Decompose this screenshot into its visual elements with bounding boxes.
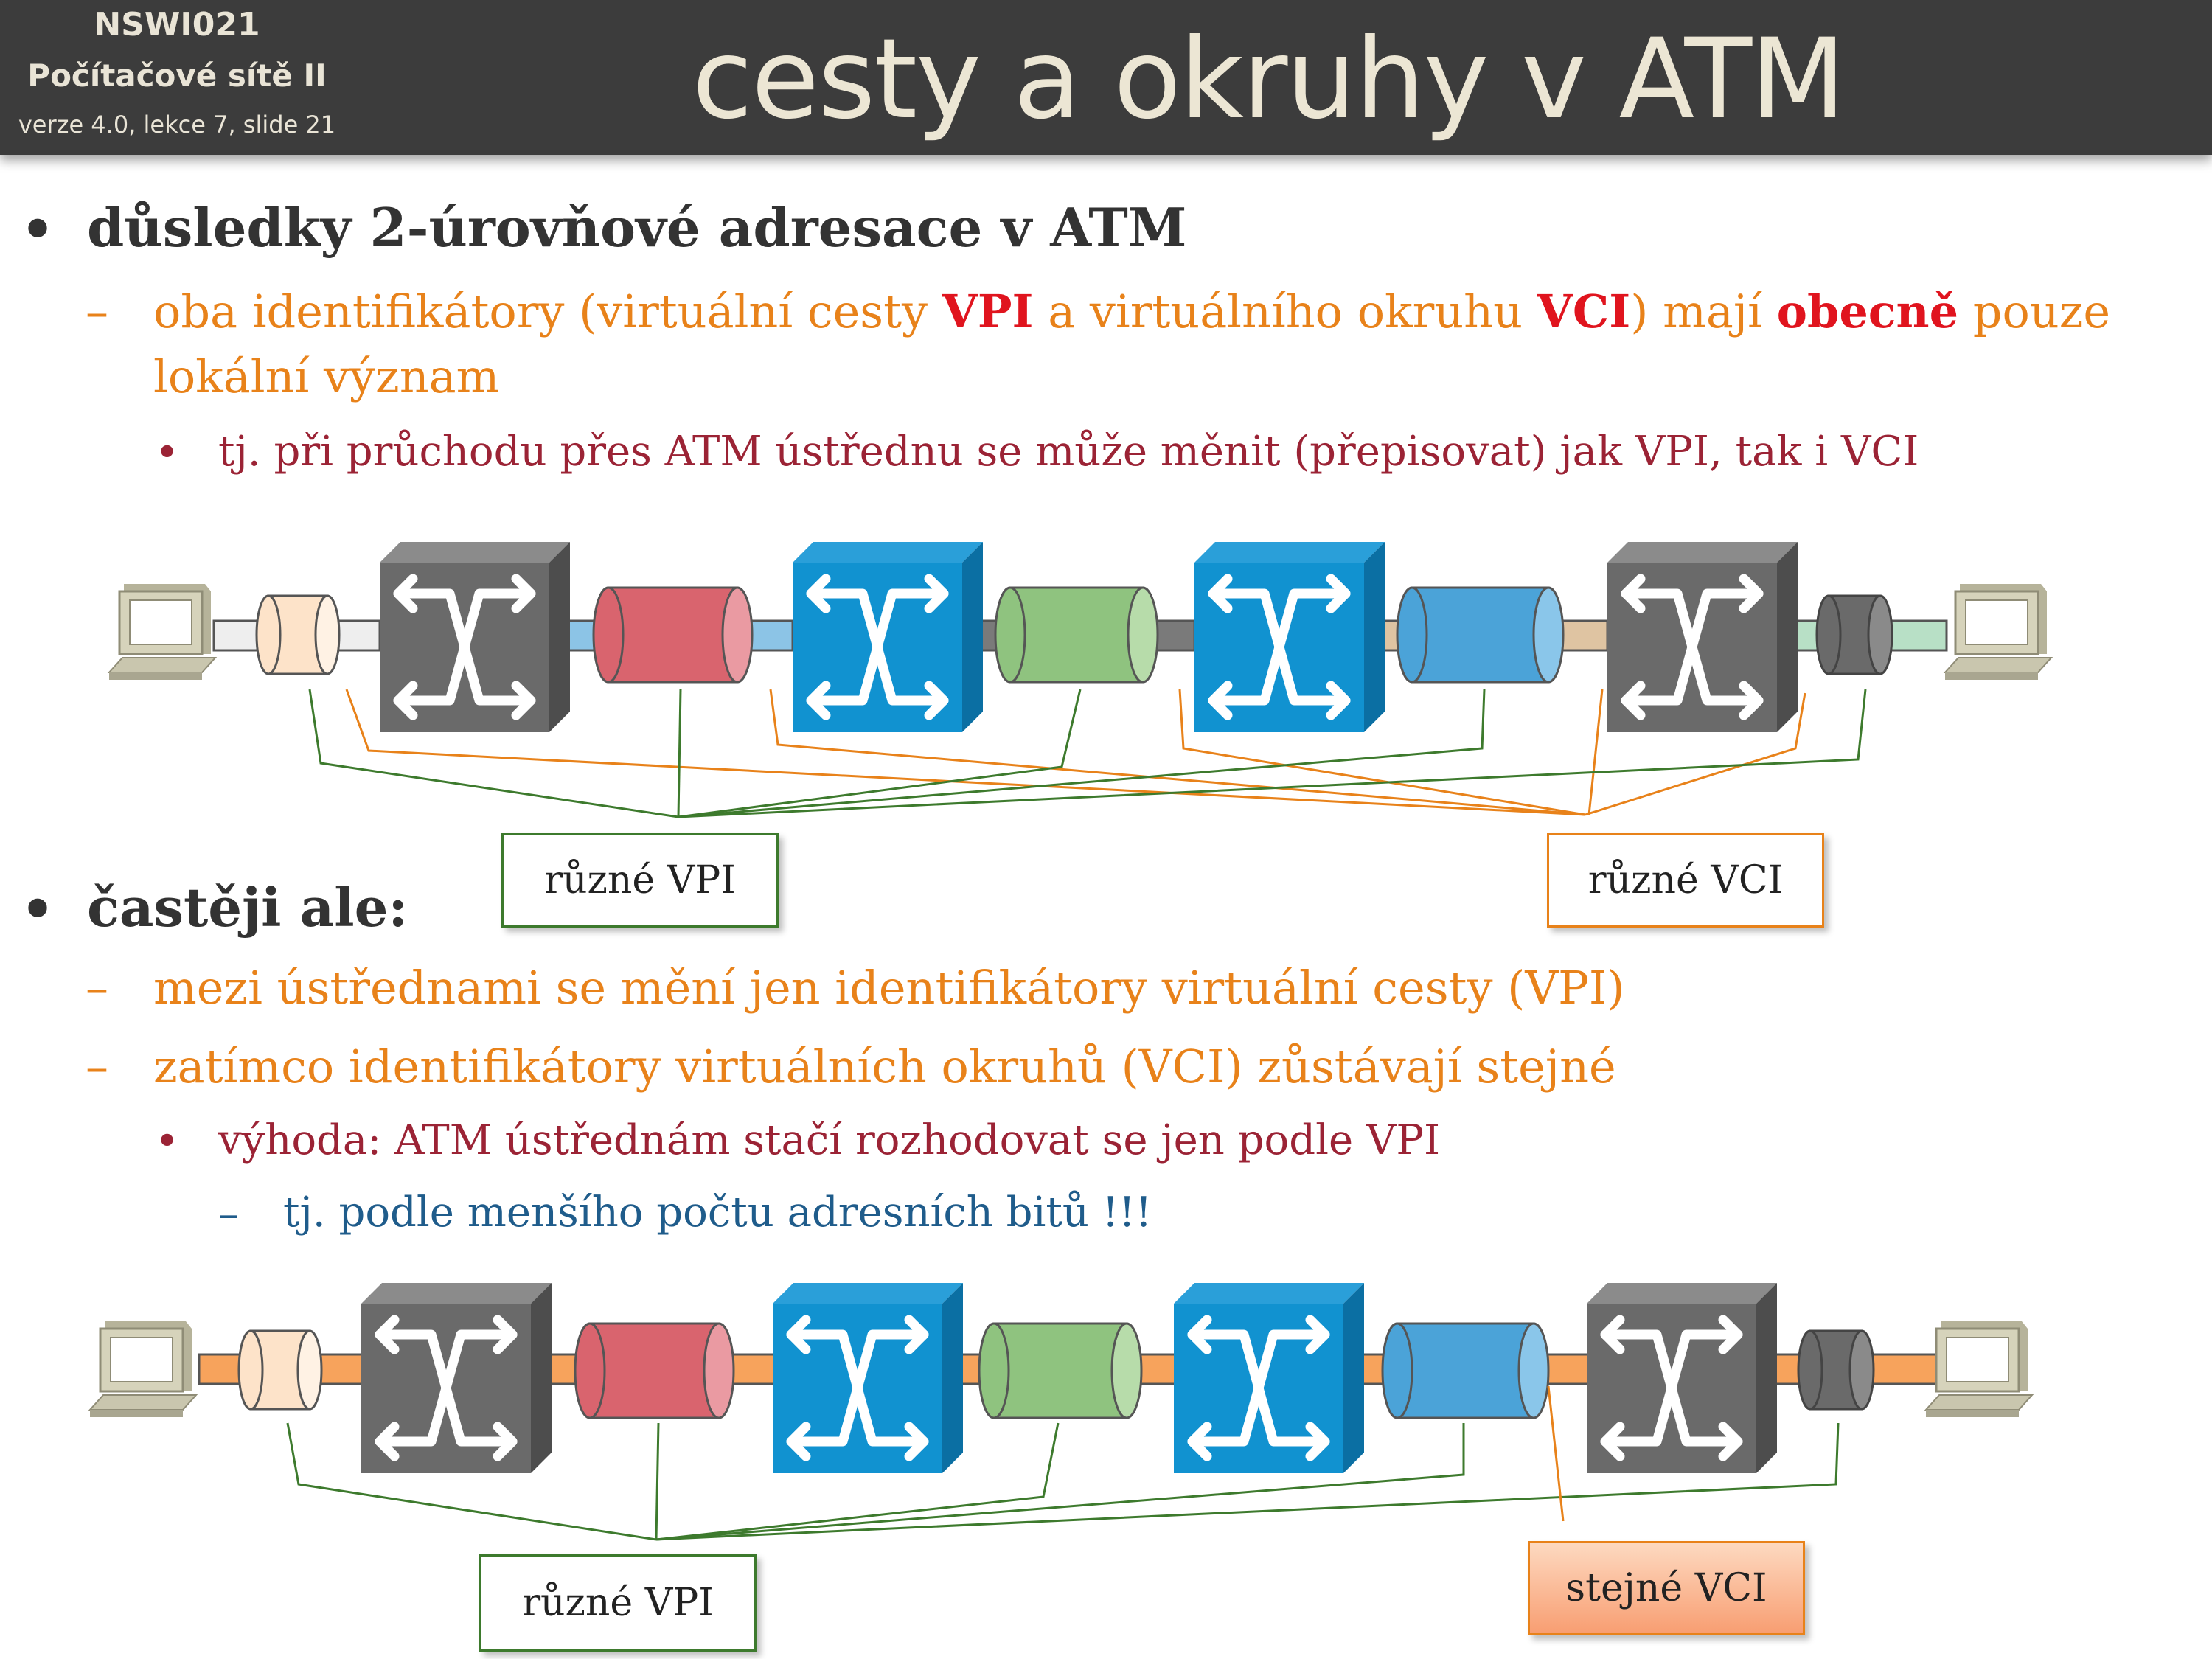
dash-icon: – — [86, 1040, 108, 1093]
computer-right-icon — [1924, 1320, 2034, 1419]
atm-switch-blue-icon — [773, 1283, 963, 1473]
slide-header: NSWI021 Počítačové sítě II verze 4.0, le… — [0, 0, 2212, 155]
vci-highlight: VCI — [1537, 285, 1631, 338]
subsubsub-fewer-bits: tj. podle menšího počtu adresních bitů !… — [283, 1189, 1152, 1237]
bullet-consequences: důsledky 2-úrovňové adresace v ATM — [87, 196, 1187, 259]
atm-switch-gray-icon — [361, 1283, 552, 1473]
vci-connector-lines — [1547, 1385, 1565, 1522]
dash-icon: – — [218, 1190, 239, 1238]
sub-only-vpi-changes: mezi ústřednami se mění jen identifikáto… — [153, 961, 1625, 1015]
vp-pipe-blue — [1381, 1322, 1550, 1419]
dash-icon: – — [86, 285, 108, 338]
atm-switch-blue-icon — [1194, 542, 1385, 732]
diagram1 — [108, 542, 2053, 818]
atm-switch-gray-icon — [380, 542, 570, 732]
course-code: NSWI021 — [94, 6, 260, 44]
slide-title: cesty a okruhy v ATM — [692, 15, 1846, 144]
vp-pipe-red — [592, 586, 754, 684]
bullet-dot-icon: • — [21, 877, 55, 940]
vp-pipe-green — [978, 1322, 1143, 1419]
link-segment — [1886, 619, 1948, 652]
vp-pipe-blue — [1396, 586, 1565, 684]
label-different-vpi: různé VPI — [501, 833, 779, 928]
subsub-switch-rewrite: tj. při průchodu přes ATM ústřednu se mů… — [218, 428, 1919, 476]
vpi-connector-lines — [286, 1422, 1840, 1541]
atm-switch-gray-icon — [1587, 1283, 1777, 1473]
vc-tube-left — [255, 594, 341, 675]
diagram2 — [88, 1283, 2034, 1541]
subsub-advantage: výhoda: ATM ústřednám stačí rozhodovat s… — [218, 1116, 1441, 1164]
vc-tube-left — [237, 1329, 323, 1411]
course-name: Počítačové sítě II — [27, 58, 327, 94]
vp-pipe-green — [994, 586, 1159, 684]
obecne-highlight: obecně — [1776, 285, 1959, 338]
sub-vci-same: zatímco identifikátory virtuálních okruh… — [153, 1040, 1616, 1093]
dash-icon: – — [86, 961, 108, 1015]
vc-tube-right — [1815, 594, 1893, 675]
atm-switch-blue-icon — [793, 542, 983, 732]
version-info: verze 4.0, lekce 7, slide 21 — [18, 111, 336, 139]
atm-switch-gray-icon — [1607, 542, 1798, 732]
label-different-vpi: různé VPI — [479, 1554, 757, 1652]
bullet-more-often: častěji ale: — [87, 876, 408, 939]
sub-identifiers-line1: oba identifikátory (virtuální cesty VPI … — [153, 285, 2111, 338]
computer-right-icon — [1944, 582, 2053, 681]
bullet-dot-icon: • — [21, 198, 55, 260]
label-different-vci: různé VCI — [1547, 833, 1824, 928]
atm-switch-blue-icon — [1174, 1283, 1364, 1473]
computer-left-icon — [108, 582, 217, 681]
vpi-highlight: VPI — [942, 285, 1034, 338]
vp-pipe-red — [574, 1322, 735, 1419]
computer-left-icon — [88, 1320, 198, 1419]
vc-tube-right — [1797, 1329, 1875, 1411]
bullet-dot-icon: • — [155, 429, 180, 477]
bullet-dot-icon: • — [155, 1118, 180, 1166]
label-same-vci: stejné VCI — [1528, 1541, 1805, 1635]
sub-identifiers-line2: lokální význam — [153, 349, 500, 403]
vpi-connector-lines — [308, 689, 1867, 818]
